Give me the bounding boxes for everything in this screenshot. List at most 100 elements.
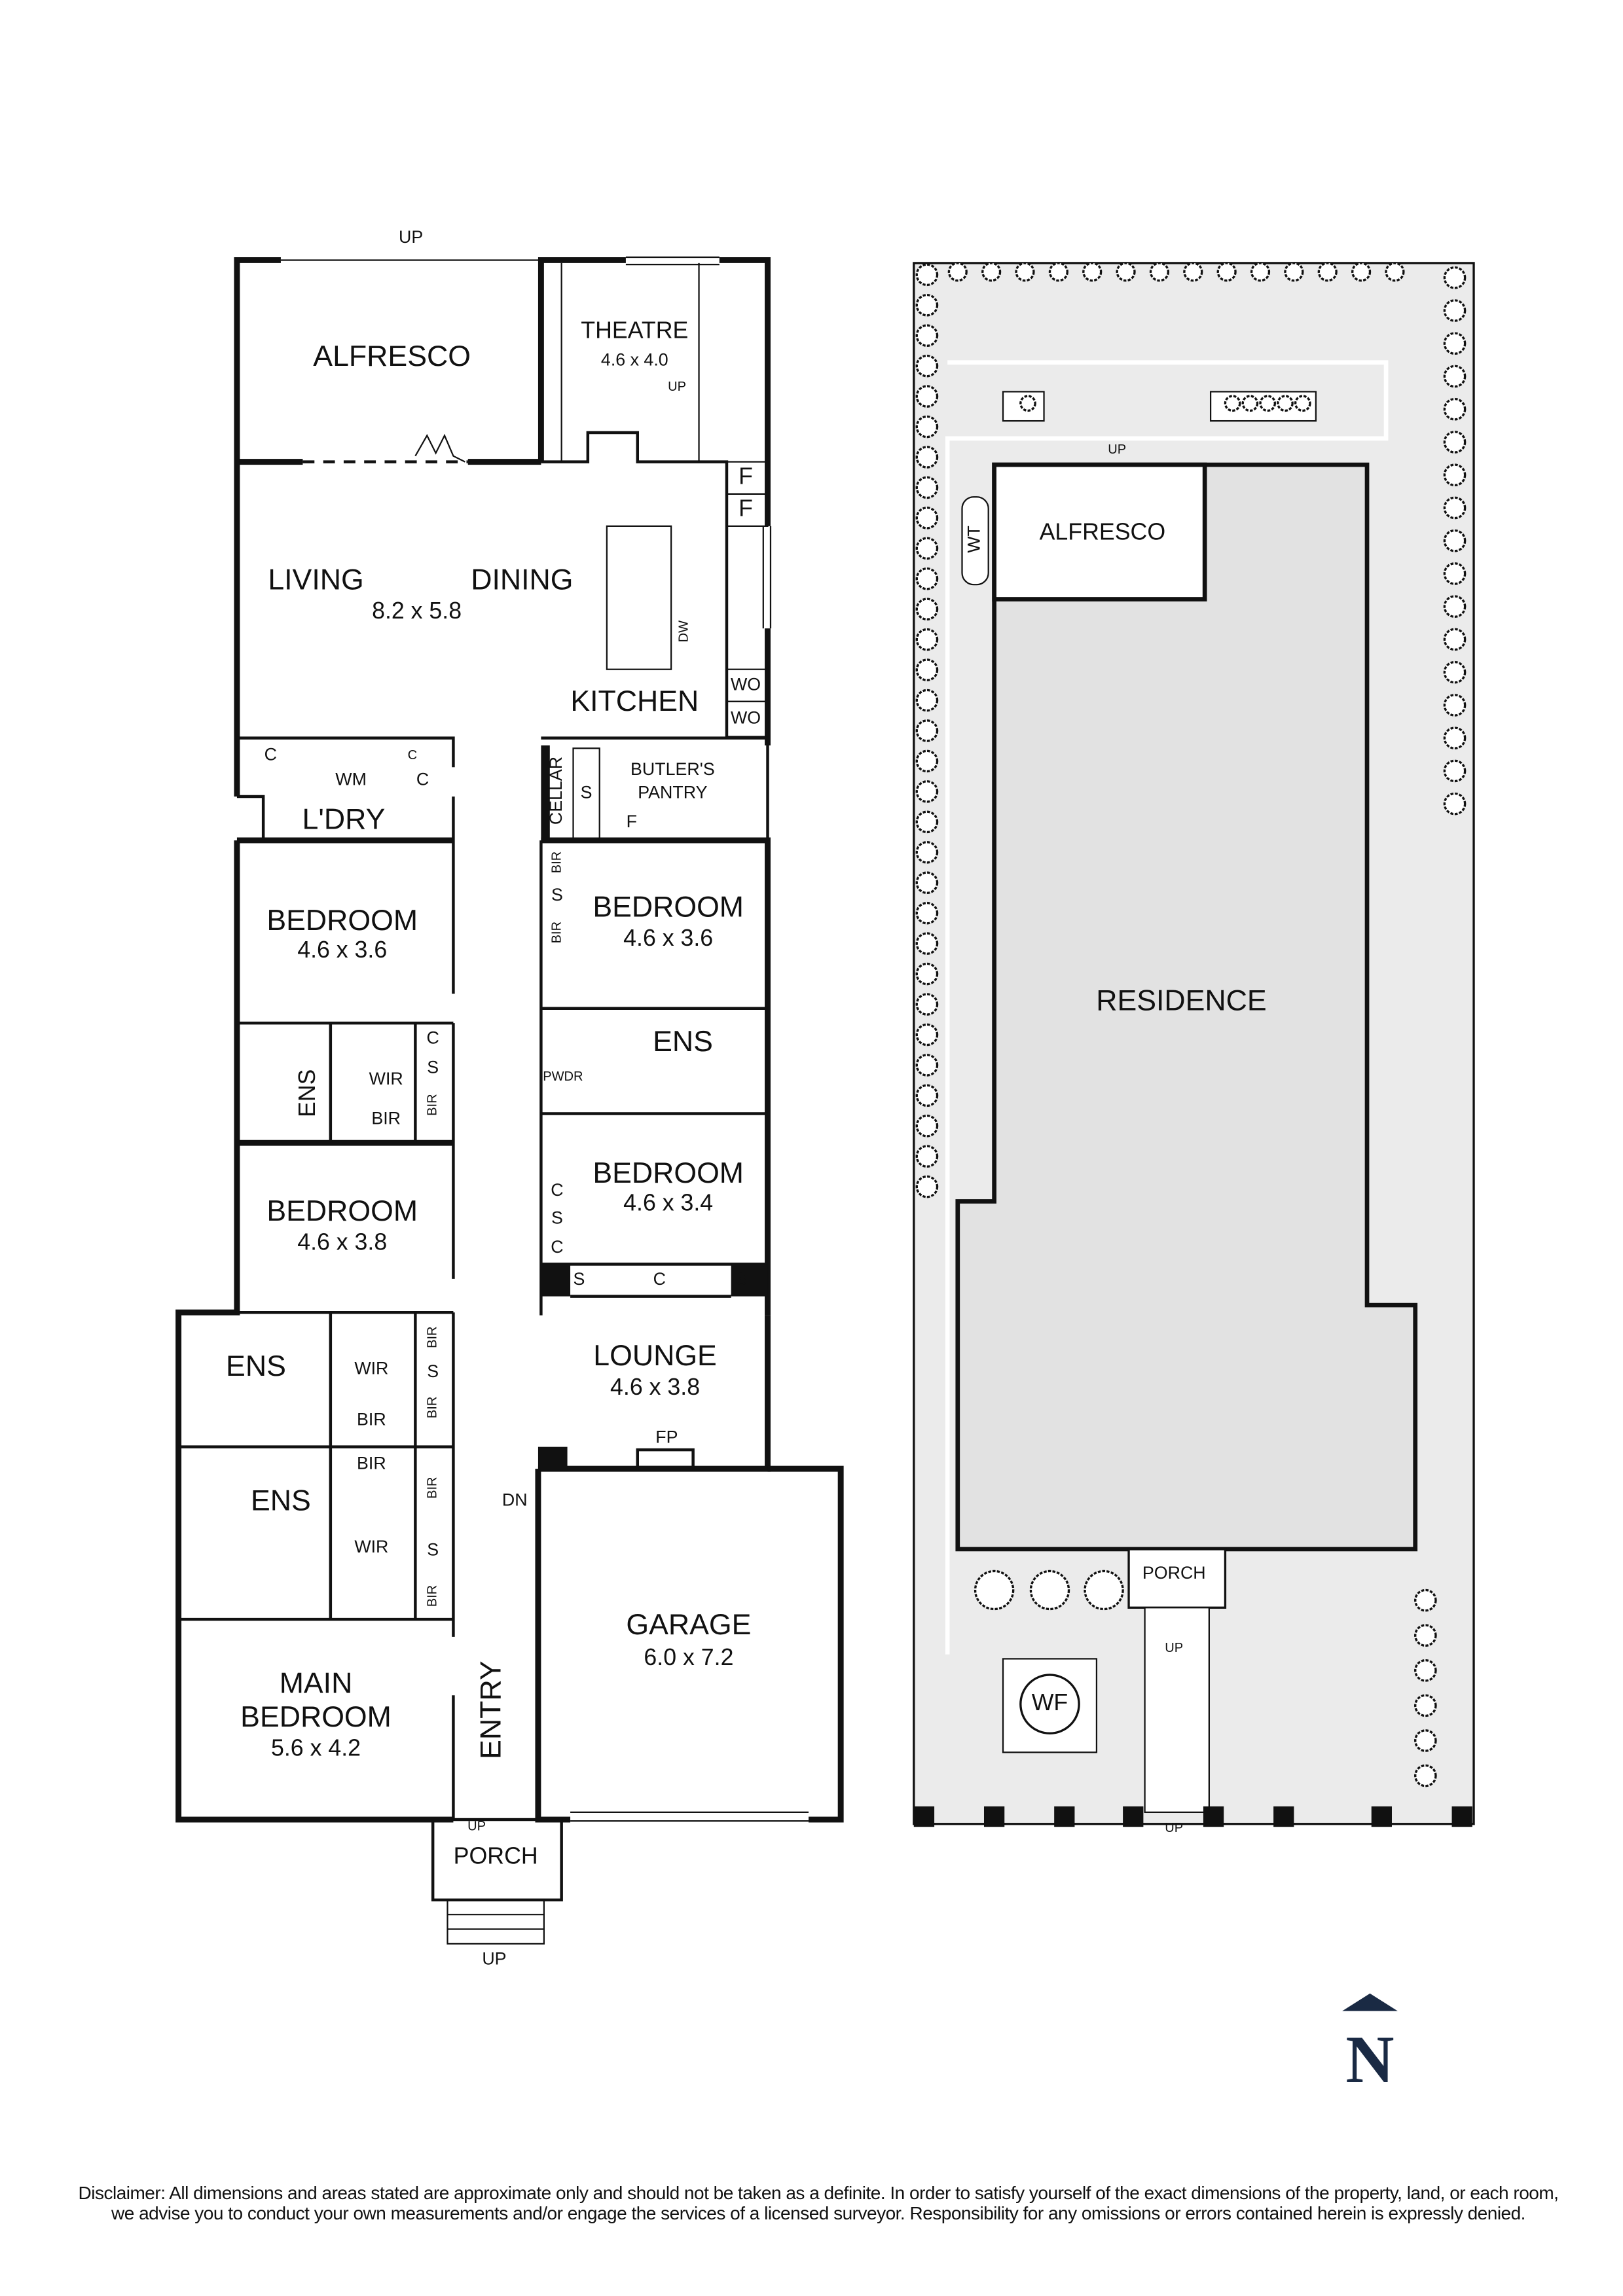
tree-icon <box>915 719 939 742</box>
fridge-label: F <box>739 463 753 490</box>
cupboard-label: C <box>653 1269 666 1289</box>
post <box>1203 1806 1224 1827</box>
shelf-label: S <box>427 1361 439 1381</box>
bir-label: BIR <box>425 1585 439 1607</box>
room-living: LIVING <box>268 564 363 596</box>
tree-icon <box>1183 262 1203 282</box>
tree-icon <box>1015 262 1035 282</box>
tree-icon <box>1443 529 1467 552</box>
tree-icon <box>915 385 939 408</box>
tree-icon <box>1216 262 1237 282</box>
room-porch: PORCH <box>454 1843 538 1869</box>
room-laundry: L'DRY <box>302 804 386 836</box>
bedroom-dim: 4.6 x 3.4 <box>623 1189 713 1215</box>
tree-icon <box>915 598 939 621</box>
tree-icon <box>915 324 939 347</box>
tree-icon <box>915 1145 939 1168</box>
post <box>1273 1806 1294 1827</box>
cupboard-label: C <box>551 1237 563 1257</box>
tree-icon <box>1443 595 1467 618</box>
tree-icon <box>1019 395 1036 412</box>
tree-icon <box>1443 726 1467 749</box>
tree-icon <box>1029 1570 1070 1611</box>
tree-icon <box>915 1084 939 1107</box>
tree-icon <box>1294 395 1311 412</box>
bir-label: BIR <box>425 1326 439 1348</box>
tree-icon <box>1414 1729 1437 1752</box>
residence-footprint <box>955 462 1418 1552</box>
tree-icon <box>1277 395 1294 412</box>
room-butlers-pantry-1: BUTLER'S <box>630 759 715 779</box>
bedroom-dim: 4.6 x 3.6 <box>297 937 387 963</box>
room-bedroom: BEDROOM <box>593 891 744 924</box>
floor-plan-labels: UP ALFRESCO THEATRE 4.6 x 4.0 UP F F LIV… <box>226 227 761 1968</box>
tree-icon <box>1250 262 1271 282</box>
site-plan: UP ALFRESCO WT RESIDENCE PORCH UP WF UP <box>913 262 1475 1835</box>
room-wir: WIR <box>354 1537 388 1556</box>
shelf-label: S <box>427 1539 439 1559</box>
water-feature-label: WF <box>1032 1689 1068 1715</box>
tree-icon <box>1351 262 1372 282</box>
tree-icon <box>915 1175 939 1198</box>
tree-icon <box>1443 332 1467 355</box>
tree-icon <box>1414 1588 1437 1612</box>
tree-icon <box>915 932 939 955</box>
bir-label: BIR <box>549 852 564 873</box>
tree-icon <box>915 780 939 803</box>
tree-icon <box>1443 431 1467 454</box>
room-main-bedroom-2: BEDROOM <box>240 1701 392 1733</box>
tree-icon <box>1048 262 1068 282</box>
tree-icon <box>1259 395 1277 412</box>
tree-icon <box>1116 262 1136 282</box>
bir-label: BIR <box>549 922 564 943</box>
garage-dim: 6.0 x 7.2 <box>644 1644 733 1670</box>
bir-label: BIR <box>425 1094 439 1115</box>
tree-icon <box>915 567 939 590</box>
site-residence: RESIDENCE <box>1096 985 1266 1017</box>
post <box>913 1806 935 1827</box>
tree-icon <box>1414 1764 1437 1787</box>
tree-icon <box>915 993 939 1016</box>
tree-icon <box>1443 397 1467 421</box>
room-bedroom: BEDROOM <box>266 1195 418 1227</box>
room-entry: ENTRY <box>475 1660 507 1759</box>
bedroom-dim: 4.6 x 3.8 <box>297 1229 387 1255</box>
tree-icon <box>1241 395 1259 412</box>
shelf-label: S <box>735 1269 747 1289</box>
tree-icon <box>915 537 939 560</box>
tree-icon <box>1443 792 1467 816</box>
room-bedroom: BEDROOM <box>266 905 418 937</box>
cupboard-label: C <box>408 748 418 762</box>
tree-icon <box>915 476 939 499</box>
post <box>983 1806 1005 1827</box>
washing-machine-label: WM <box>335 769 367 789</box>
tree-icon <box>1284 262 1304 282</box>
room-garage: GARAGE <box>626 1609 751 1641</box>
shelf-label: S <box>574 1269 585 1289</box>
bir-label: BIR <box>357 1454 386 1473</box>
bir-label: BIR <box>425 1397 439 1418</box>
tree-icon <box>915 810 939 834</box>
water-tank-label: WT <box>964 526 984 553</box>
tree-icon <box>1443 365 1467 388</box>
tree-icon <box>915 658 939 681</box>
tree-icon <box>915 749 939 773</box>
up-label: UP <box>399 227 423 247</box>
living-dim: 8.2 x 5.8 <box>372 598 462 624</box>
down-label: DN <box>502 1490 528 1509</box>
lounge-dim: 4.6 x 3.8 <box>610 1374 700 1400</box>
cupboard-label: C <box>264 745 277 764</box>
tree-icon <box>947 262 968 282</box>
site-alfresco: ALFRESCO <box>1040 518 1166 545</box>
room-powder: PWDR <box>543 1069 583 1084</box>
wall-oven-label: WO <box>731 708 761 728</box>
tree-icon <box>1385 262 1405 282</box>
bir-label: BIR <box>425 1477 439 1498</box>
north-arrow-icon <box>1342 1993 1398 2011</box>
cupboard-label: C <box>426 1028 439 1048</box>
shelf-label: S <box>581 783 593 802</box>
room-dining: DINING <box>471 564 573 596</box>
site-up-label: UP <box>1165 1821 1183 1835</box>
up-label: UP <box>467 1820 486 1834</box>
